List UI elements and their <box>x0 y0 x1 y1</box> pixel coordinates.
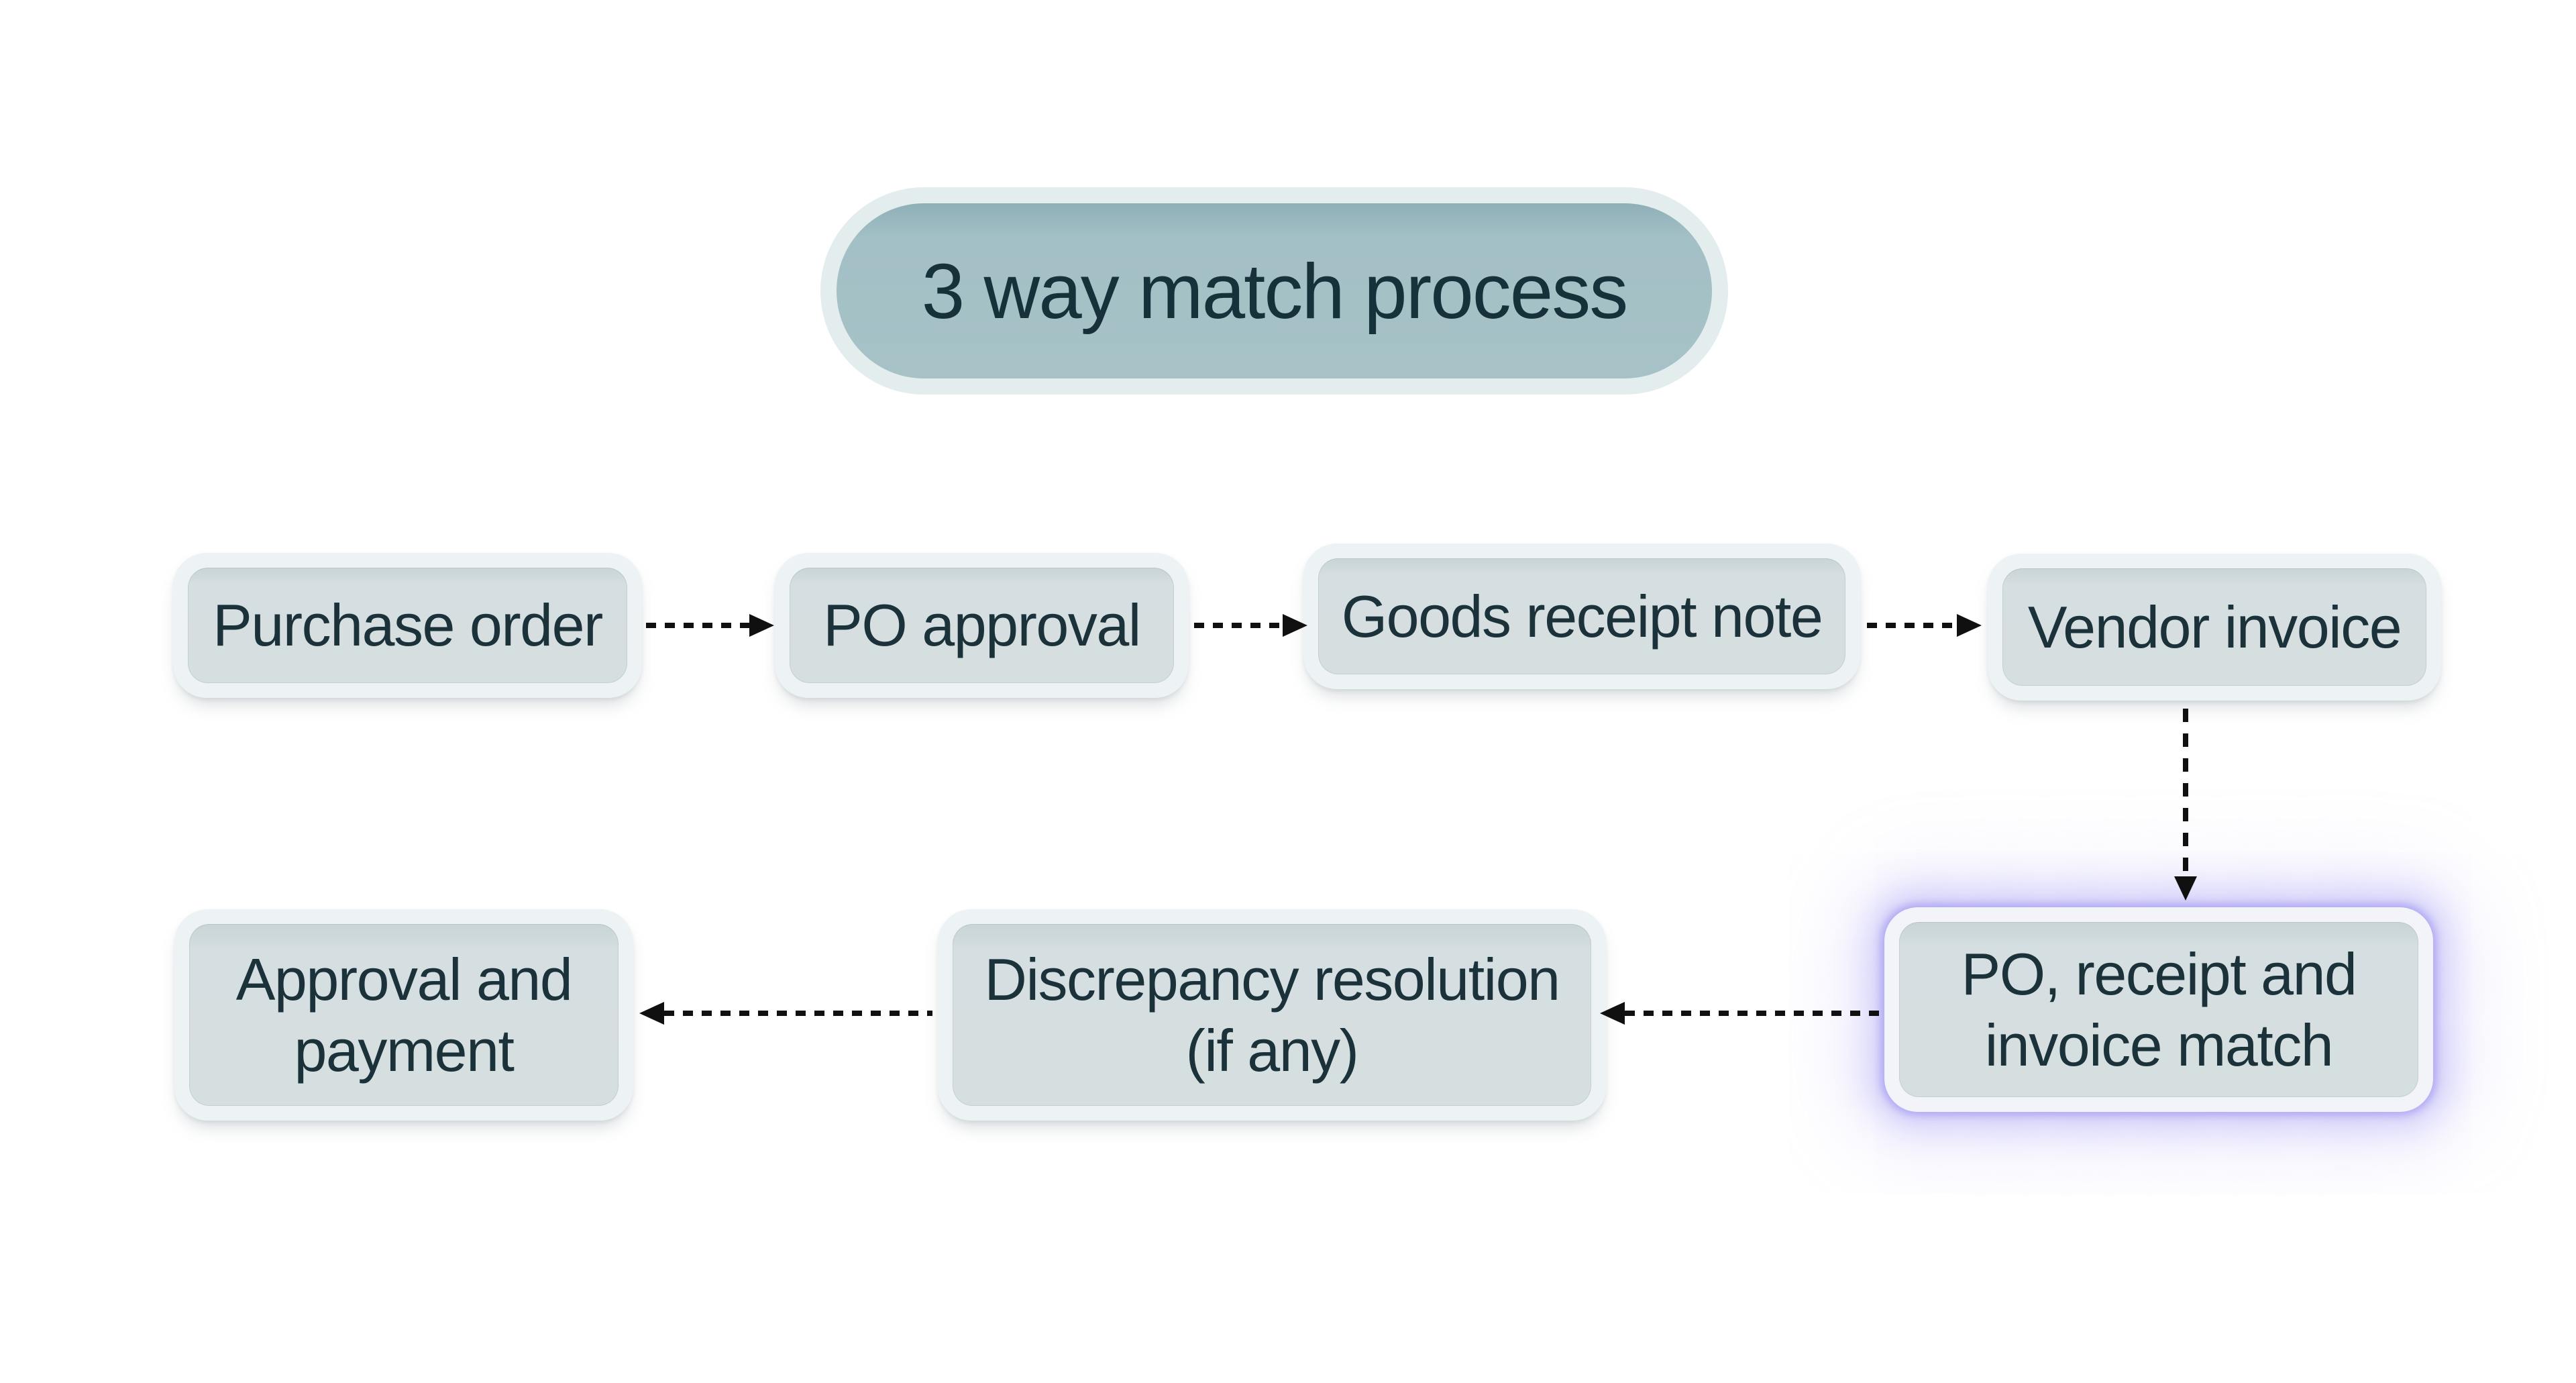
arrowhead-right-icon <box>749 614 774 637</box>
arrowhead-down-icon <box>2174 876 2197 901</box>
node-label: Vendor invoice <box>2027 593 2402 660</box>
node-vendor-invoice: Vendor invoice <box>1988 554 2441 701</box>
dashed-line <box>646 623 749 628</box>
node-label: Approval and payment <box>235 945 573 1084</box>
arrowhead-left-icon <box>1600 1002 1625 1025</box>
node-po-receipt-invoice-match: PO, receipt and invoice match <box>1884 907 2433 1112</box>
node-label: Discrepancy resolution (if any) <box>984 945 1560 1084</box>
dashed-line <box>1867 623 1957 628</box>
dashed-line <box>2183 709 2188 876</box>
node-label: PO approval <box>823 592 1141 659</box>
node-po-approval: PO approval <box>775 553 1189 698</box>
dashed-line <box>1194 623 1283 628</box>
node-label: Purchase order <box>213 592 603 659</box>
page-title: 3 way match process <box>921 247 1629 335</box>
title-node: 3 way match process <box>820 187 1728 395</box>
dashed-line <box>664 1011 932 1016</box>
arrowhead-right-icon <box>1283 614 1307 637</box>
dashed-line <box>1625 1011 1882 1016</box>
node-approval-and-payment: Approval and payment <box>174 909 633 1121</box>
title-node-fill: 3 way match process <box>837 203 1712 378</box>
node-discrepancy-resolution: Discrepancy resolution (if any) <box>938 909 1606 1121</box>
node-label: PO, receipt and invoice match <box>1961 940 2357 1078</box>
node-goods-receipt-note: Goods receipt note <box>1303 544 1860 689</box>
node-label: Goods receipt note <box>1341 582 1823 650</box>
node-purchase-order: Purchase order <box>173 553 642 698</box>
arrowhead-left-icon <box>639 1002 664 1025</box>
arrowhead-right-icon <box>1957 614 1982 637</box>
